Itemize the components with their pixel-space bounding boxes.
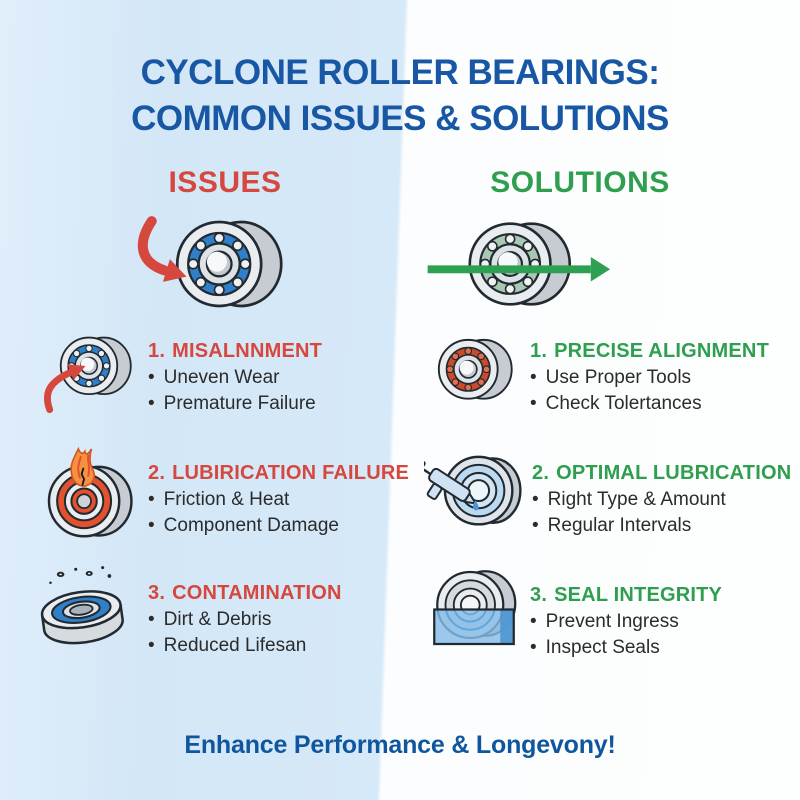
seal-integrity-bearing-icon (428, 566, 520, 655)
issue-title: 1.MISALNNMENT (148, 340, 323, 362)
issue-title: 2.LUBIRICATION FAILURE (148, 462, 410, 484)
solution-row-lubrication: 2.OPTIMAL LUBRICATION •Right Type & Amou… (412, 444, 792, 539)
footer-tagline: Enhance Performance & Longevony! (184, 731, 616, 759)
misalignment-bearing-icon (42, 328, 138, 421)
issues-hero-bearing-icon (124, 212, 298, 321)
issue-bullet: •Uneven Wear (148, 367, 280, 388)
solution-title: 3.SEAL INTEGRITY (530, 584, 723, 606)
solution-bullet: •Use Proper Tools (530, 367, 692, 388)
solutions-header: SOLUTIONS (490, 166, 670, 199)
precise-alignment-bearing-icon (432, 332, 520, 413)
solution-row-alignment: 1.PRECISE ALIGNMENT •Use Proper Tools •C… (432, 332, 769, 415)
solution-bullet: •Inspect Seals (530, 636, 660, 658)
issue-title: 3.CONTAMINATION (148, 582, 342, 604)
issues-header: ISSUES (168, 166, 282, 199)
solution-title: 2.OPTIMAL LUBRICATION (532, 462, 792, 484)
page-title-line1: CYCLONE ROLLER BEARINGS: (140, 53, 660, 92)
issue-bullet: •Reduced Lifesan (148, 634, 307, 656)
solution-bullet: •Check Tolertances (530, 392, 702, 414)
solution-bullet: •Prevent Ingress (530, 611, 679, 632)
issue-bullet: •Friction & Heat (148, 489, 290, 510)
issue-row-contamination: 3.CONTAMINATION •Dirt & Debris •Reduced … (32, 562, 342, 659)
page-title: CYCLONE ROLLER BEARINGS: COMMON ISSUES &… (0, 50, 800, 141)
solution-title: 1.PRECISE ALIGNMENT (530, 340, 769, 362)
issue-row-lubrication: 2.LUBIRICATION FAILURE •Friction & Heat … (40, 444, 409, 547)
solutions-hero-bearing-icon (424, 214, 612, 319)
grease-gun-bearing-icon (412, 444, 522, 539)
solution-bullet: •Right Type & Amount (532, 489, 726, 510)
issue-bullet: •Component Damage (148, 514, 339, 536)
lubrication-failure-bearing-icon (40, 444, 138, 547)
solution-row-seal: 3.SEAL INTEGRITY •Prevent Ingress •Inspe… (428, 566, 722, 659)
issue-row-misalignment: 1.MISALNNMENT •Uneven Wear •Premature Fa… (42, 328, 322, 421)
issue-bullet: •Premature Failure (148, 392, 316, 414)
page-title-line2: COMMON ISSUES & SOLUTIONS (131, 98, 669, 138)
solution-bullet: •Regular Intervals (532, 514, 692, 536)
issue-bullet: •Dirt & Debris (148, 609, 272, 630)
contamination-bearing-icon (32, 562, 138, 659)
